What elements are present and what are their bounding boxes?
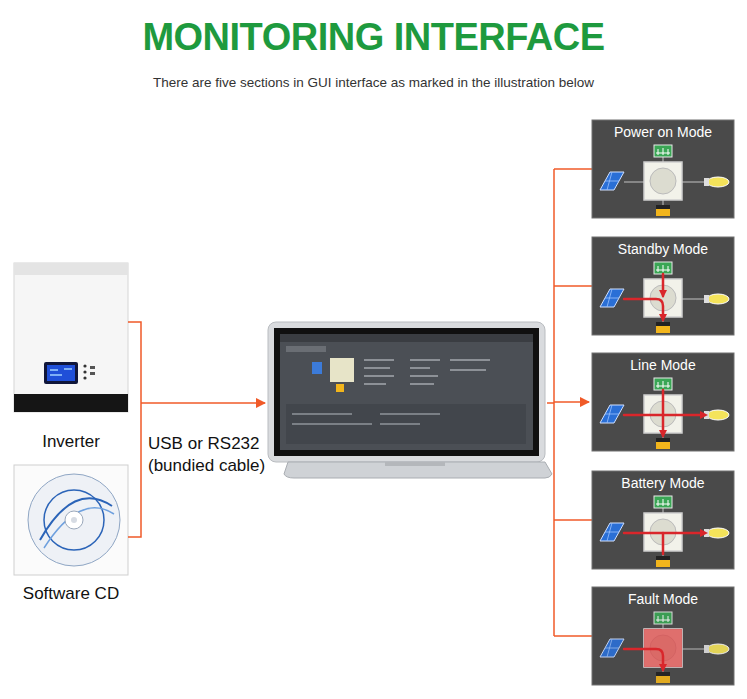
inverter-illustration (14, 263, 128, 412)
device-label-node: Software CD (8, 462, 134, 608)
mode-title: Line Mode (630, 357, 695, 374)
mode-title: Fault Mode (628, 591, 698, 608)
mode-title: Battery Mode (621, 475, 704, 492)
device-name: Software CD (23, 584, 119, 604)
subtitle-caption: There are five sections in GUI interface… (0, 75, 747, 90)
software-cd-illustration (14, 465, 128, 575)
mode-panel: Battery Mode (592, 471, 734, 569)
mode-title: Power on Mode (614, 124, 712, 141)
mode-panel: Standby Mode (592, 237, 734, 335)
cable-wires (128, 169, 592, 636)
laptop-illustration (268, 322, 552, 478)
device-label-node: Inverter (10, 260, 132, 456)
mode-panel: Line Mode (592, 353, 734, 451)
cable-label: USB or RS232 (bundied cable) (148, 433, 284, 477)
mode-panel: Power on Mode (592, 120, 734, 218)
mode-panel: Fault Mode (592, 587, 734, 685)
mode-title: Standby Mode (618, 241, 708, 258)
mode-panels (592, 120, 734, 685)
page-title: MONITORING INTERFACE (0, 16, 747, 59)
device-name: Inverter (42, 432, 100, 452)
